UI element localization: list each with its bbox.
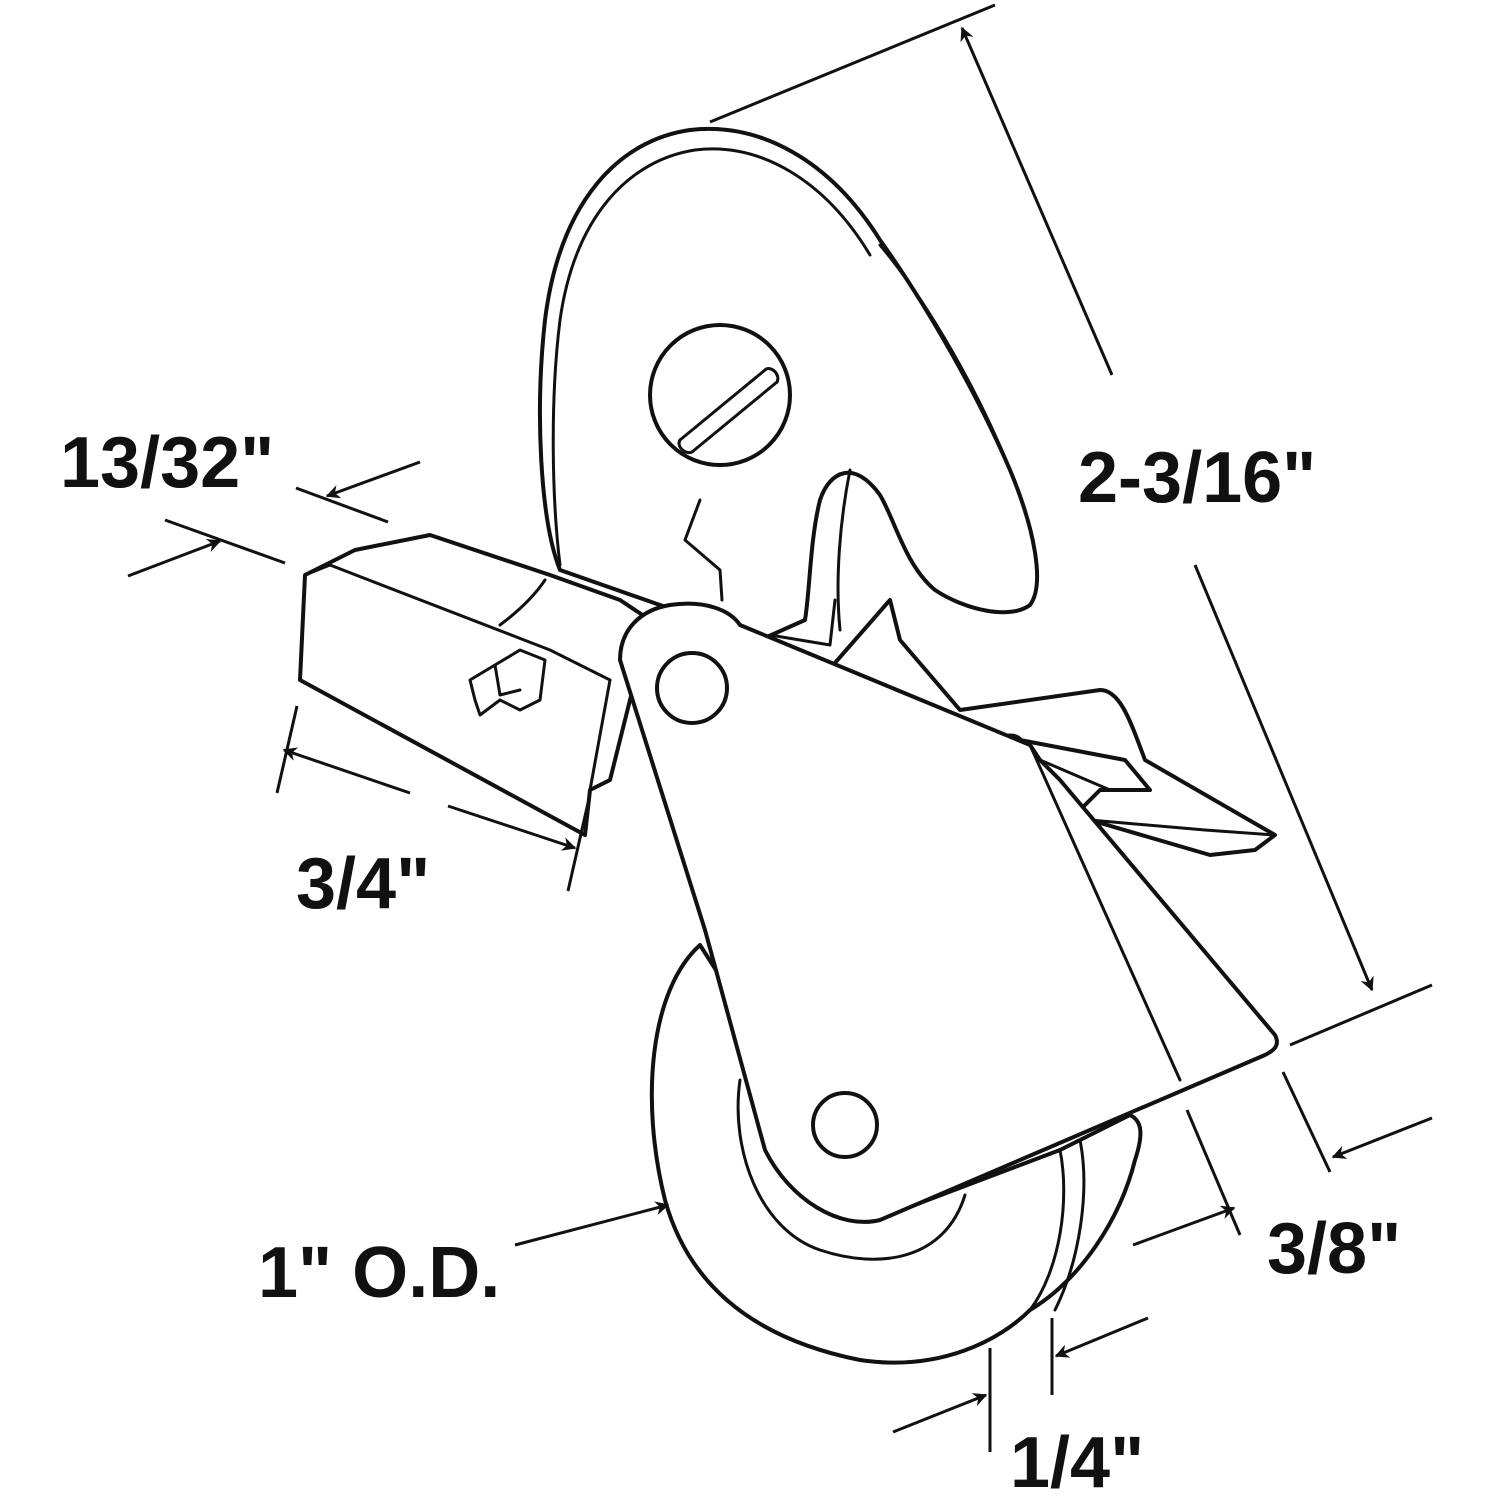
label-housing-depth: 13/32" [60,423,274,503]
label-housing-length: 3/4" [296,844,430,924]
label-wheel-width: 1/4" [1010,1423,1144,1500]
dimension-wheel-width [892,1316,1149,1452]
dimension-bracket-width [1132,1071,1433,1247]
roller-part [298,127,1279,1365]
dimension-housing-depth [127,460,421,578]
dimension-housing-length [275,705,590,892]
dimension-height [709,3,1433,1047]
housing-block [298,533,652,837]
screw-icon [648,323,792,467]
wheel [649,943,1143,1365]
dimension-lines [127,3,1433,1452]
label-wheel-diameter: 1" O.D. [258,1233,500,1313]
label-bracket-width: 3/8" [1267,1209,1401,1289]
dimension-wheel-diameter [514,1201,670,1247]
dimension-labels: 13/32" 2-3/16" 3/4" 1" O.D. 3/8" 1/4" [60,423,1401,1500]
label-height: 2-3/16" [1078,438,1316,518]
front-bracket [618,601,1279,1224]
mounting-plate [538,127,1040,642]
